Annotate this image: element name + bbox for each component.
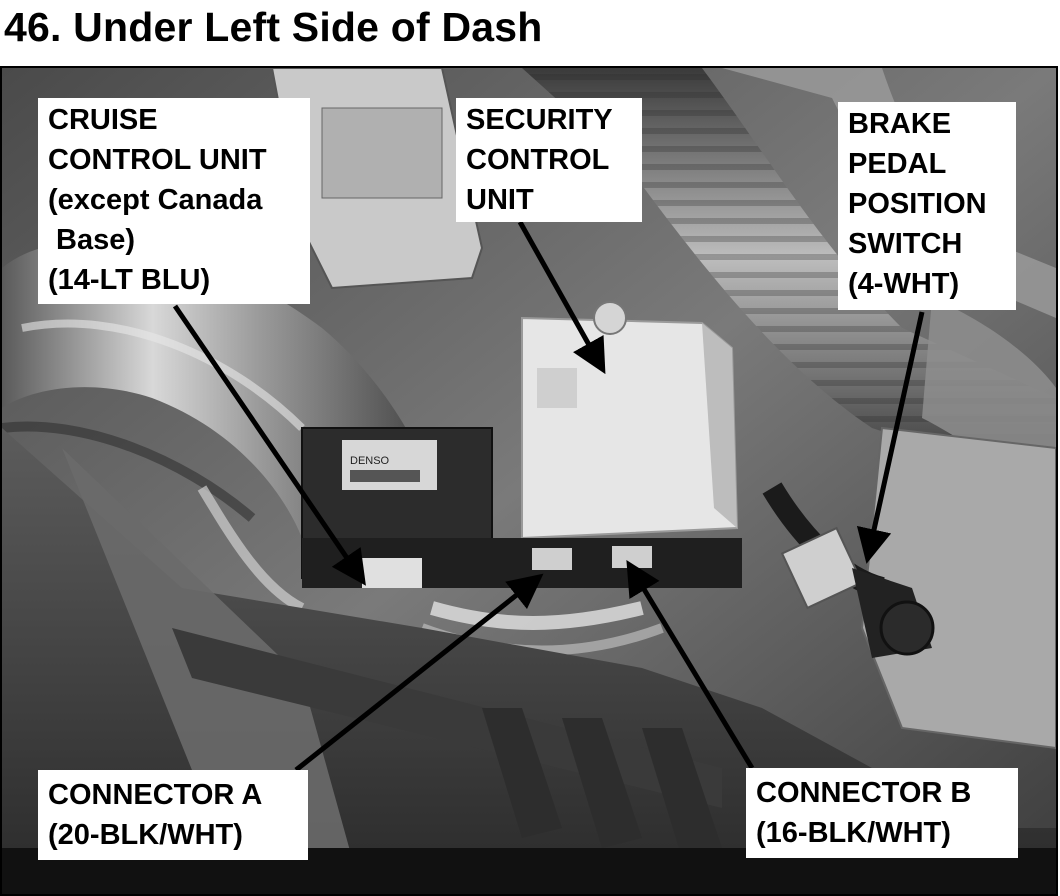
callout-line: (16-BLK/WHT)	[756, 817, 951, 849]
page-title: 46. Under Left Side of Dash	[4, 4, 543, 50]
denso-label: DENSO	[350, 455, 390, 467]
callout-line: CRUISE	[48, 104, 158, 136]
callout-line: (14-LT BLU)	[48, 264, 211, 296]
callout-line: (4-WHT)	[848, 268, 960, 300]
brake-switch-connector	[780, 526, 864, 610]
callout-line: BRAKE	[848, 108, 952, 140]
callout-line: SWITCH	[848, 228, 963, 260]
connector-b-callout: CONNECTOR B (16-BLK/WHT)	[746, 768, 1018, 858]
callout-line: (20-BLK/WHT)	[48, 819, 243, 851]
callout-line: CONTROL UNIT	[48, 144, 267, 176]
callout-line: POSITION	[848, 188, 987, 220]
cruise-connector	[362, 558, 422, 588]
connector-a-callout: CONNECTOR A (20-BLK/WHT)	[38, 770, 308, 860]
callout-line: CONNECTOR B	[756, 777, 972, 809]
mounting-bolt	[593, 301, 627, 335]
cruise-control-unit-callout: CRUISE CONTROL UNIT (except Canada Base)…	[38, 98, 310, 304]
brake-pedal-position-switch-callout: BRAKE PEDAL POSITION SWITCH (4-WHT)	[838, 102, 1016, 310]
callout-line: Base)	[48, 224, 136, 256]
connector-a-plug	[532, 548, 572, 570]
connector-b-plug	[612, 546, 652, 568]
security-control-unit-callout: SECURITY CONTROL UNIT	[456, 98, 642, 222]
callout-line: CONNECTOR A	[48, 779, 263, 811]
callout-line: (except Canada	[48, 184, 263, 216]
callout-line: PEDAL	[848, 148, 947, 180]
callout-line: CONTROL	[466, 144, 610, 176]
callout-line: SECURITY	[466, 104, 613, 136]
callout-line: UNIT	[466, 184, 534, 216]
